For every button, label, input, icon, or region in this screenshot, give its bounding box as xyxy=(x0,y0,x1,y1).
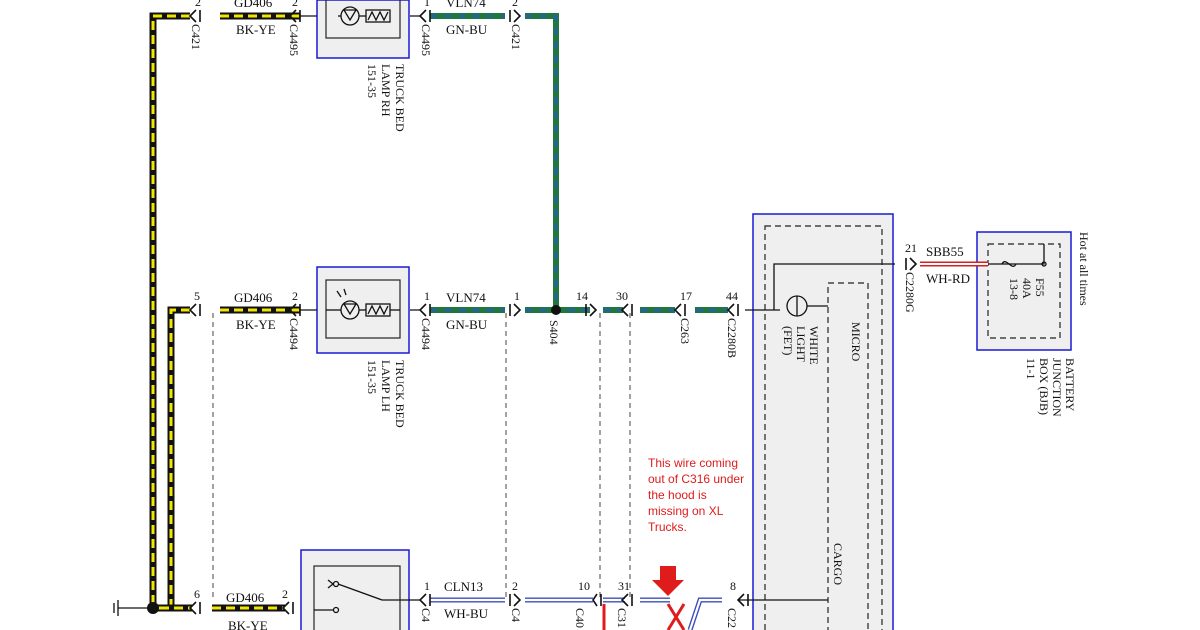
module-box xyxy=(752,213,894,630)
pin: 5 xyxy=(194,289,200,303)
label-bkye-bot: BK-YE xyxy=(228,618,268,630)
pin: 1 xyxy=(424,0,430,9)
splice-s404 xyxy=(551,305,561,315)
pin: 21 xyxy=(905,241,917,255)
label-vln74-top: VLN74 xyxy=(446,0,486,10)
module-inner-dashed xyxy=(764,225,883,630)
label-gnbu-mid: GN-BU xyxy=(446,317,488,332)
lamp-lh-name-3: 151-35 xyxy=(365,360,379,394)
annotation-line-3: the hood is xyxy=(648,488,707,502)
label-cln13: CLN13 xyxy=(444,579,483,594)
annotation-line-2: out of C316 under xyxy=(648,472,744,486)
missing-wire-marker xyxy=(602,566,686,630)
hot-at-all-times: Hot at all times xyxy=(1077,232,1091,306)
annotation-line-1: This wire coming xyxy=(648,456,738,470)
annotation-line-4: missing on XL xyxy=(648,504,724,518)
fuse-name-3: 13-8 xyxy=(1007,278,1021,300)
gnbu-wires xyxy=(430,13,728,313)
bkye-wires xyxy=(149,12,300,612)
pin: 10 xyxy=(578,579,590,593)
switch-symbol xyxy=(314,579,420,614)
label-whbu: WH-BU xyxy=(444,606,489,621)
lamp-lh-inner xyxy=(325,279,401,339)
lamp-lh-name-2: LAMP LH xyxy=(379,360,393,412)
pin: 14 xyxy=(576,289,588,303)
pin: 2 xyxy=(195,0,201,9)
ground-symbol xyxy=(113,600,147,616)
connector-chevrons xyxy=(188,9,918,615)
pin: 1 xyxy=(514,289,520,303)
lamp-rh-name-3: 151-35 xyxy=(365,64,379,98)
pin: 6 xyxy=(194,587,200,601)
label-bkye-top: BK-YE xyxy=(236,22,276,37)
connector-label: C31 xyxy=(615,608,629,628)
label-bkye-mid: BK-YE xyxy=(236,317,276,332)
pin: 1 xyxy=(424,289,430,303)
connector-label: C421 xyxy=(189,24,203,50)
bjb-name-1: BATTERY xyxy=(1063,358,1077,412)
connector-label: C40 xyxy=(573,608,587,628)
bjb-name-4: 11-1 xyxy=(1024,358,1038,380)
switch-inner xyxy=(313,565,401,630)
white-light-name-3: (FET) xyxy=(781,326,795,355)
whbu-wire xyxy=(430,597,722,630)
lamp-lh-name-1: TRUCK BED xyxy=(393,360,407,428)
fuse-name-2: 40A xyxy=(1020,278,1034,299)
label-whrd: WH-RD xyxy=(926,271,970,286)
fuse-name-1: F55 xyxy=(1033,278,1047,297)
pin: 2 xyxy=(282,587,288,601)
micro-dashed-box xyxy=(827,282,869,630)
label-sbb55: SBB55 xyxy=(926,244,964,259)
connector-label: C4 xyxy=(509,608,523,622)
label-gd406-bot: GD406 xyxy=(226,590,265,605)
connector-label: C4495 xyxy=(419,24,433,56)
lamp-lh-symbol xyxy=(326,288,400,320)
label-gd406-top: GD406 xyxy=(234,0,273,10)
pin: 2 xyxy=(292,0,298,9)
micro-label: MICRO xyxy=(849,322,863,362)
thin-wires xyxy=(300,15,895,601)
dashed-verticals xyxy=(212,313,631,600)
label-vln74-mid: VLN74 xyxy=(446,290,486,305)
lamp-rh-inner xyxy=(325,0,401,39)
lamp-rh-name-1: TRUCK BED xyxy=(393,64,407,132)
bjb-inner-dashed xyxy=(987,243,1061,339)
white-light-name-2: LIGHT xyxy=(794,326,808,363)
annotation-line-5: Trucks. xyxy=(648,520,687,534)
pin: 2 xyxy=(512,579,518,593)
connector-label: C263 xyxy=(678,318,692,344)
label-gnbu-top: GN-BU xyxy=(446,22,488,37)
lamp-rh-name-2: LAMP RH xyxy=(379,64,393,117)
white-light-name-1: WHITE xyxy=(807,326,821,365)
lamp-rh-box xyxy=(316,0,410,59)
fuse-symbol xyxy=(1001,261,1047,267)
pin: 44 xyxy=(726,289,738,303)
bjb-name-3: BOX (BJB) xyxy=(1037,358,1051,415)
whrd-wire xyxy=(920,244,1045,267)
connector-label: C4494 xyxy=(287,318,301,350)
connector-label: C4494 xyxy=(419,318,433,350)
fet-symbol xyxy=(786,295,828,317)
splice-ground xyxy=(147,602,159,614)
bjb-name-2: JUNCTION xyxy=(1050,358,1064,417)
pin: 8 xyxy=(730,579,736,593)
pin: 31 xyxy=(618,579,630,593)
connector-label: C2280G xyxy=(903,272,917,313)
pin: 17 xyxy=(680,289,692,303)
bjb-box xyxy=(976,231,1072,351)
connector-label: S404 xyxy=(547,320,561,345)
pin: 1 xyxy=(424,579,430,593)
cargo-label: CARGO xyxy=(831,543,845,585)
connector-label: C22 xyxy=(725,608,739,628)
connector-label: C4495 xyxy=(287,24,301,56)
connector-label: C2280B xyxy=(725,318,739,358)
connector-label: C4 xyxy=(419,608,433,622)
pin: 2 xyxy=(512,0,518,9)
connector-label: C421 xyxy=(509,24,523,50)
pin: 2 xyxy=(292,289,298,303)
label-gd406-mid: GD406 xyxy=(234,290,273,305)
pin: 30 xyxy=(616,289,628,303)
lamp-rh-symbol xyxy=(338,6,391,26)
